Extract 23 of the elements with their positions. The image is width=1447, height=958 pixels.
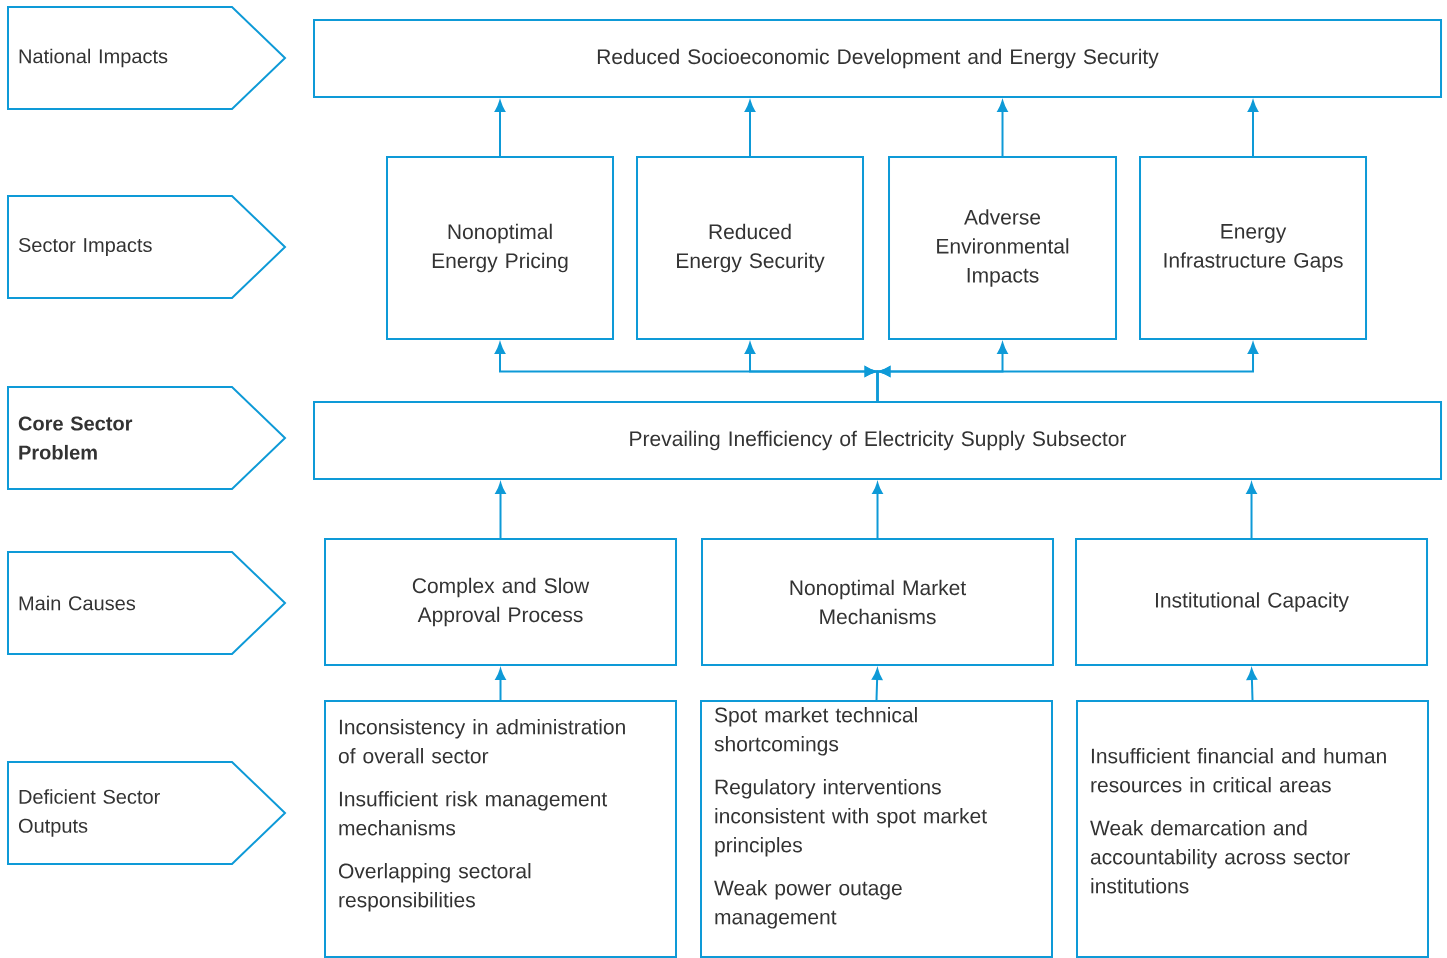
arrow <box>1246 482 1257 539</box>
arrow <box>997 100 1008 157</box>
text-box: Nonoptimal Market Mechanisms <box>701 538 1054 666</box>
arrow <box>872 668 883 701</box>
text-box: Institutional Capacity <box>1075 538 1428 666</box>
arrow <box>1247 100 1259 157</box>
text-box: Adverse Environmental Impacts <box>888 156 1117 340</box>
text-box: Energy Infrastructure Gaps <box>1139 156 1367 340</box>
text-box: Spot market technical shortcomings Regulatory interventions inconsistent with spot market principles Weak power outage management <box>700 700 1053 958</box>
text-box: Prevailing Inefficiency of Electricity Supply Subsector <box>313 401 1442 480</box>
text-box: Nonoptimal Energy Pricing <box>386 156 614 340</box>
text-box: Insufficient financial and human resources in critical areas Weak demarcation and accountability across sector institutions <box>1076 700 1429 958</box>
arrow <box>1246 668 1258 701</box>
arrow <box>744 100 756 157</box>
text-box: Complex and Slow Approval Process <box>324 538 677 666</box>
arrow <box>872 482 883 539</box>
arrow <box>864 342 1259 402</box>
text-box: Inconsistency in administration of overall sector Insufficient risk management mechanisms Overlapping sectoral responsibilities <box>324 700 677 958</box>
arrow <box>495 668 506 701</box>
arrow <box>495 482 506 539</box>
text-box: Reduced Socioeconomic Development and Energy Security <box>313 19 1442 98</box>
arrow <box>494 100 506 157</box>
text-box: Reduced Energy Security <box>636 156 864 340</box>
